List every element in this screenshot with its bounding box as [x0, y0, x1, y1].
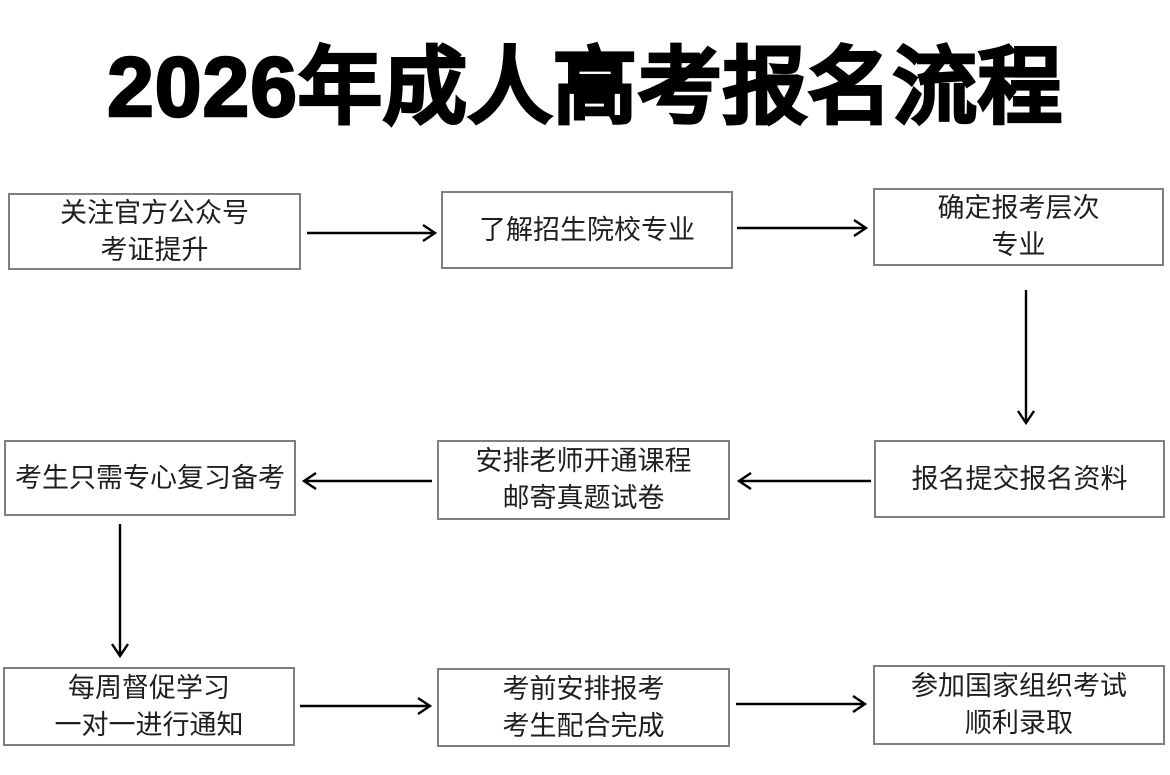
- flow-step-4-submit-registration: 报名提交报名资料: [874, 440, 1165, 518]
- flow-step-9-take-exam-admitted: 参加国家组织考试 顺利录取: [873, 665, 1165, 745]
- flow-step-label: 安排老师开通课程: [475, 446, 692, 476]
- flow-step-label: 了解招生院校专业: [479, 214, 695, 245]
- flow-step-3-decide-level-major: 确定报考层次 专业: [873, 188, 1164, 266]
- flow-step-label: 考生配合完成: [502, 710, 665, 741]
- flow-step-label: 考生只需专心复习备考: [15, 462, 285, 493]
- arrow-step1-to-step2: [307, 224, 438, 242]
- flow-step-label: 每周督促学习: [68, 672, 230, 703]
- flow-step-6-focus-on-review: 考生只需专心复习备考: [4, 440, 296, 516]
- flow-step-8-pre-exam-arrangement: 考前安排报考 考生配合完成: [437, 668, 730, 747]
- arrow-step3-to-step4: [1017, 290, 1035, 426]
- flow-step-label: 报名提交报名资料: [911, 463, 1128, 494]
- flow-step-label: 关注官方公众号: [60, 197, 249, 228]
- flow-step-label: 顺利录取: [965, 708, 1073, 738]
- flow-step-2-learn-schools-majors: 了解招生院校专业: [441, 191, 733, 269]
- flow-step-label: 考前安排报考: [502, 673, 665, 704]
- flow-step-label: 确定报考层次: [937, 193, 1100, 223]
- flow-step-label: 参加国家组织考试: [911, 671, 1127, 701]
- flow-step-label: 邮寄真题试卷: [502, 483, 665, 513]
- arrow-step6-to-step7: [111, 524, 129, 659]
- arrow-step4-to-step5: [736, 472, 871, 490]
- arrow-step8-to-step9: [736, 695, 868, 713]
- flow-step-1-follow-official-account: 关注官方公众号 考证提升: [8, 193, 301, 270]
- flow-step-label: 考证提升: [100, 234, 209, 265]
- arrow-step7-to-step8: [300, 697, 433, 715]
- page-title: 2026年成人高考报名流程: [106, 39, 1063, 136]
- flow-step-7-weekly-supervision: 每周督促学习 一对一进行通知: [3, 667, 295, 746]
- arrow-step5-to-step6: [301, 472, 432, 490]
- arrow-step2-to-step3: [737, 219, 869, 237]
- flow-step-label: 一对一进行通知: [54, 709, 244, 740]
- flow-step-label: 专业: [991, 230, 1046, 260]
- flow-step-5-open-courses-mail-papers: 安排老师开通课程 邮寄真题试卷: [437, 440, 730, 520]
